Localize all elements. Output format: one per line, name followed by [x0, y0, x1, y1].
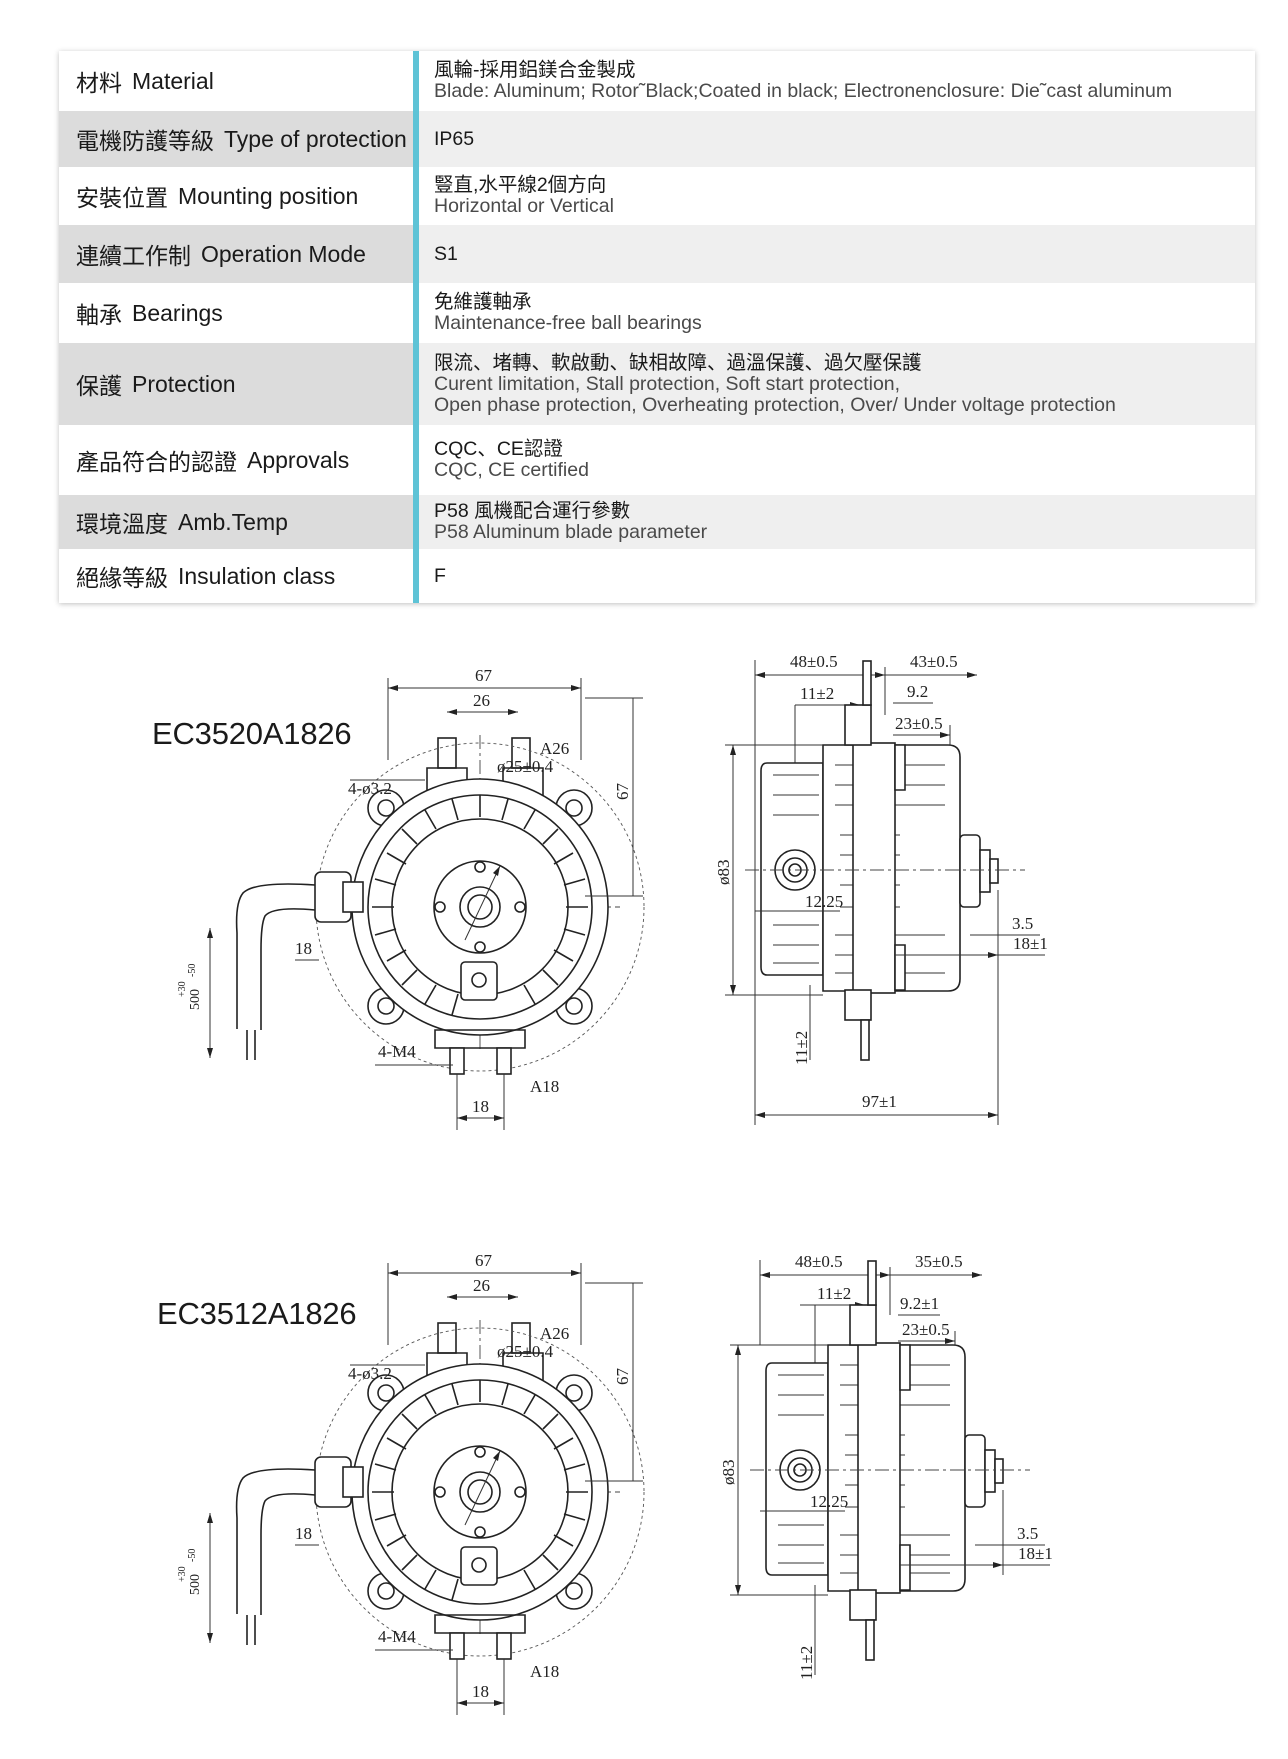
dim-diameter-25: ø25±0.4	[497, 757, 554, 776]
dim-side-43: 43±0.5	[910, 652, 958, 671]
front-view-drawing: 67 26 A26 ø25±0.4 4-ø3.2 67 18 500 +30 -…	[177, 1251, 645, 1715]
dim-height-67: 67	[613, 1368, 632, 1386]
dim-side-48: 48±0.5	[790, 652, 838, 671]
dim-width-67: 67	[475, 666, 493, 685]
dim-side-48: 48±0.5	[795, 1252, 843, 1271]
model-name: EC3512A1826	[157, 1296, 357, 1331]
dim-side-18: 18±1	[1013, 934, 1048, 953]
dim-side-11: 11±2	[817, 1284, 851, 1303]
spec-value: IP65	[419, 111, 1255, 167]
dim-side-18: 18±1	[1018, 1544, 1053, 1563]
dim-side-9-2: 9.2±1	[900, 1294, 939, 1313]
dim-side-23: 23±0.5	[895, 714, 943, 733]
dim-holes: 4-ø3.2	[348, 779, 392, 798]
dim-side-12-25: 12.25	[810, 1492, 848, 1511]
dim-side-11-bottom: 11±2	[797, 1646, 816, 1680]
spec-value: S1	[419, 225, 1255, 283]
model-name: EC3520A1826	[152, 716, 352, 751]
dim-side-35: 35±0.5	[915, 1252, 963, 1271]
dim-side-9-2: 9.2	[907, 682, 928, 701]
front-view-drawing: 67 26 A26 ø25±0.4 4-ø3.2 67	[177, 666, 645, 1130]
dim-cable-length: 500	[188, 1574, 203, 1595]
side-view-drawing: 48±0.5 35±0.5 11±2 9.2±1 23±0.5 ø83 12.2…	[719, 1252, 1053, 1680]
dim-cable-tol-plus: +30	[177, 1566, 188, 1582]
dim-width-67: 67	[475, 1251, 493, 1270]
dim-gland-18: 18	[295, 939, 312, 958]
dim-side-12-25: 12.25	[805, 892, 843, 911]
dim-diameter-25: ø25±0.4	[497, 1342, 554, 1361]
dim-side-97: 97±1	[862, 1092, 897, 1111]
dim-cable-tol-minus: -50	[187, 964, 198, 977]
dim-width-26: 26	[473, 691, 490, 710]
dim-cable-tol-plus: +30	[177, 981, 188, 997]
dim-width-26: 26	[473, 1276, 490, 1295]
dim-bottom-18: 18	[472, 1097, 489, 1116]
dim-side-diameter-83: ø83	[719, 1460, 738, 1486]
label-a18: A18	[530, 1077, 559, 1096]
dim-side-diameter-83: ø83	[714, 860, 733, 886]
spec-value: F	[434, 564, 446, 587]
dim-side-11: 11±2	[800, 684, 834, 703]
label-m4: 4-M4	[378, 1042, 416, 1061]
side-view-drawing: 48±0.5 43±0.5 11±2 9.2 23±0.5 ø83 12.25 …	[714, 652, 1048, 1125]
dim-side-3-5: 3.5	[1017, 1524, 1038, 1543]
label-a26: A26	[540, 1324, 569, 1343]
dim-cable-tol-minus: -50	[187, 1549, 198, 1562]
dim-side-3-5: 3.5	[1012, 914, 1033, 933]
dim-cable-length: 500	[188, 989, 203, 1010]
dim-gland-18: 18	[295, 1524, 312, 1543]
label-a18: A18	[530, 1662, 559, 1681]
label-m4: 4-M4	[378, 1627, 416, 1646]
dim-side-11-bottom: 11±2	[792, 1031, 811, 1065]
dim-height-67: 67	[613, 783, 632, 801]
dim-side-23: 23±0.5	[902, 1320, 950, 1339]
label-a26: A26	[540, 739, 569, 758]
dim-bottom-18: 18	[472, 1682, 489, 1701]
dim-holes: 4-ø3.2	[348, 1364, 392, 1383]
